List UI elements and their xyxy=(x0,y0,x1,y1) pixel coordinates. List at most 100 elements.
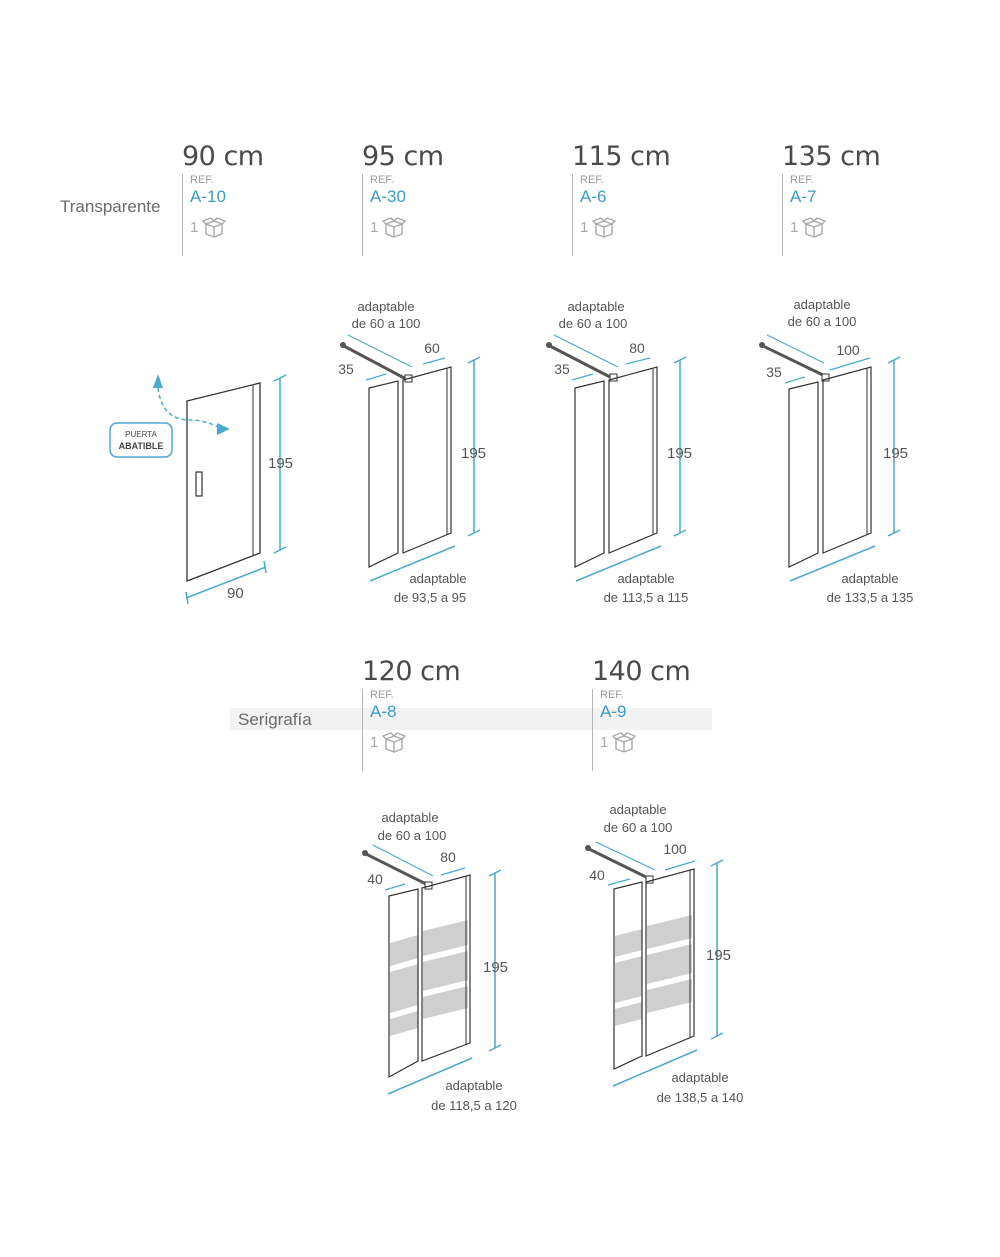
box-icon xyxy=(382,217,407,238)
row-label-transparente: Transparente xyxy=(60,197,161,216)
ref-code[interactable]: A-10 xyxy=(190,187,226,206)
qty-value: 1 xyxy=(580,218,589,236)
package-count: 1 xyxy=(790,216,880,238)
ref-label: REF. xyxy=(790,174,814,186)
door-type-badge xyxy=(109,422,173,458)
ref-code[interactable]: A-8 xyxy=(370,702,397,721)
width-dim: 90 xyxy=(227,585,244,602)
ref-block: REF. A-30 1 xyxy=(362,174,444,256)
size-title: 135 cm xyxy=(782,141,881,172)
product-115: 115 cm REF. A-6 1 xyxy=(572,141,671,256)
walkin-diagram-95: adaptable de 60 a 100 60 35 195 adaptabl… xyxy=(338,299,486,605)
ref-code[interactable]: A-9 xyxy=(600,702,627,721)
package-count: 1 xyxy=(370,216,444,238)
support-rod xyxy=(760,343,826,378)
rod-label-2: de 60 a 100 xyxy=(788,314,857,329)
panel-dim: 100 xyxy=(663,841,687,857)
bottom-label-1: adaptable xyxy=(617,571,674,586)
size-title: 95 cm xyxy=(362,141,444,172)
panel-dim: 80 xyxy=(440,849,456,865)
qty-value: 1 xyxy=(600,733,609,751)
size-title: 140 cm xyxy=(592,656,691,687)
fixed-dim: 40 xyxy=(589,867,605,883)
serigraphy-pattern xyxy=(615,915,692,1026)
fixed-dim: 40 xyxy=(367,871,383,887)
ref-block: REF. A-9 1 xyxy=(592,689,690,771)
product-95: 95 cm REF. A-30 1 xyxy=(362,141,444,256)
box-icon xyxy=(202,217,227,238)
qty-value: 1 xyxy=(370,218,379,236)
box-icon xyxy=(802,217,827,238)
bottom-label-2: de 133,5 a 135 xyxy=(827,590,914,605)
rod-label-1: adaptable xyxy=(567,299,624,314)
badge-line2: ABATIBLE xyxy=(119,441,164,451)
serigraphy-pattern xyxy=(390,920,468,1036)
height-dim: 195 xyxy=(706,947,731,964)
rod-label-1: adaptable xyxy=(793,297,850,312)
qty-value: 1 xyxy=(190,218,199,236)
rod-label-2: de 60 a 100 xyxy=(378,828,447,843)
bottom-label-1: adaptable xyxy=(671,1070,728,1085)
product-140: 140 cm REF. A-9 1 xyxy=(592,656,691,771)
walkin-diagram-135: adaptable de 60 a 100 100 35 195 adaptab… xyxy=(759,297,914,605)
ref-code[interactable]: A-30 xyxy=(370,187,406,206)
panel-dim: 60 xyxy=(424,340,440,356)
rod-label-1: adaptable xyxy=(381,810,438,825)
support-rod xyxy=(586,846,649,880)
box-icon xyxy=(612,732,637,753)
size-title: 120 cm xyxy=(362,656,461,687)
fixed-dim: 35 xyxy=(554,361,570,377)
size-title: 115 cm xyxy=(572,141,671,172)
panel-dim: 100 xyxy=(836,342,860,358)
height-dim: 195 xyxy=(667,445,692,462)
serigrafia-row-band xyxy=(230,708,712,730)
bottom-label-1: adaptable xyxy=(841,571,898,586)
ref-label: REF. xyxy=(370,174,394,186)
ref-code[interactable]: A-6 xyxy=(580,187,607,206)
bottom-label-1: adaptable xyxy=(445,1078,502,1093)
walkin-diagram-140: adaptable de 60 a 100 100 40 195 adaptab… xyxy=(585,802,744,1105)
ref-block: REF. A-6 1 xyxy=(572,174,670,256)
handle xyxy=(195,471,203,497)
package-count: 1 xyxy=(600,731,690,753)
rod-label-2: de 60 a 100 xyxy=(604,820,673,835)
ref-block: REF. A-8 1 xyxy=(362,689,460,771)
package-count: 1 xyxy=(370,731,460,753)
size-title: 90 cm xyxy=(182,141,264,172)
product-120: 120 cm REF. A-8 1 xyxy=(362,656,461,771)
swing-arrow xyxy=(157,387,221,429)
bottom-label-2: de 118,5 a 120 xyxy=(431,1098,517,1113)
ref-block: REF. A-7 1 xyxy=(782,174,880,256)
product-135: 135 cm REF. A-7 1 xyxy=(782,141,881,256)
walkin-diagram-120: adaptable de 60 a 100 80 40 195 adaptabl… xyxy=(362,810,517,1113)
ref-code[interactable]: A-7 xyxy=(790,187,817,206)
fixed-dim: 35 xyxy=(766,364,782,380)
ref-label: REF. xyxy=(580,174,604,186)
fixed-dim: 35 xyxy=(338,361,354,377)
height-dim: 195 xyxy=(883,445,908,462)
panel-dim: 80 xyxy=(629,340,645,356)
arrow-up-icon xyxy=(153,374,163,388)
walkin-diagram-115: adaptable de 60 a 100 80 35 195 adaptabl… xyxy=(546,299,692,605)
arrow-right-icon xyxy=(217,423,230,435)
support-rod xyxy=(547,343,613,380)
box-icon xyxy=(382,732,407,753)
qty-value: 1 xyxy=(790,218,799,236)
rod-label-2: de 60 a 100 xyxy=(559,316,628,331)
row-label-serigrafia: Serigrafía xyxy=(238,710,312,729)
support-rod xyxy=(363,851,429,887)
qty-value: 1 xyxy=(370,733,379,751)
ref-block: REF. A-10 1 xyxy=(182,174,264,256)
ref-label: REF. xyxy=(190,174,214,186)
ref-label: REF. xyxy=(370,689,394,701)
product-90: 90 cm REF. A-10 1 xyxy=(182,141,264,256)
badge-line1: PUERTA xyxy=(125,430,157,439)
bottom-label-1: adaptable xyxy=(409,571,466,586)
box-icon xyxy=(592,217,617,238)
bottom-label-2: de 93,5 a 95 xyxy=(394,590,466,605)
height-dim: 195 xyxy=(483,959,508,976)
bottom-label-2: de 138,5 a 140 xyxy=(657,1090,744,1105)
ref-label: REF. xyxy=(600,689,624,701)
package-count: 1 xyxy=(190,216,264,238)
bottom-label-2: de 113,5 a 115 xyxy=(604,590,689,605)
